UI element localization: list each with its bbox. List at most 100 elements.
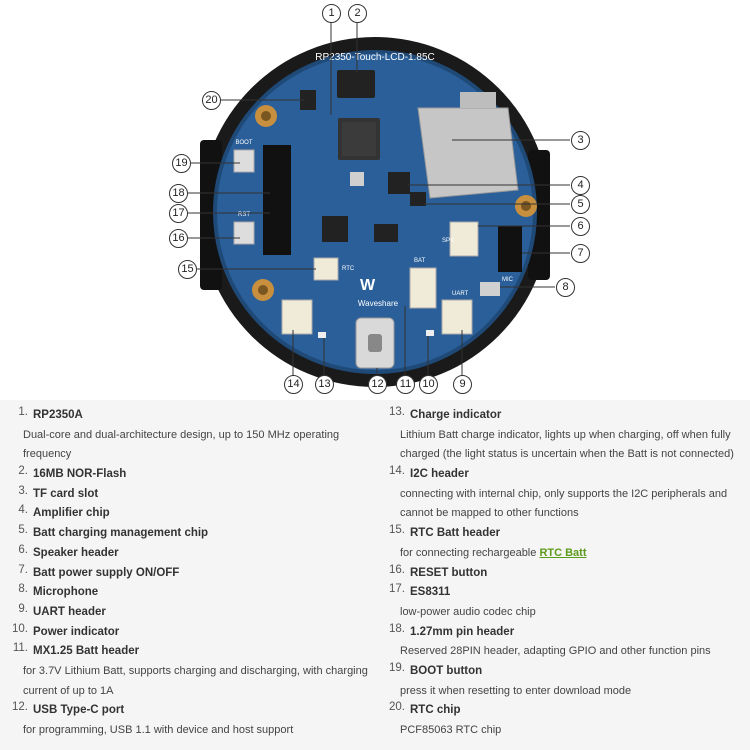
legend-item-title: Power indicator	[33, 625, 120, 638]
tf-slot-tab	[460, 92, 496, 108]
legend-item-title: I2C header	[410, 468, 469, 481]
callout-2: 2	[348, 4, 367, 23]
legend-item-description-text: for connecting rechargeable	[400, 546, 540, 559]
legend-item-number: 3.	[18, 484, 28, 497]
legend-item-number: 4.	[18, 504, 28, 517]
legend-item-description: Dual-core and dual-architecture design, …	[23, 428, 340, 461]
legend-item-title: MX1.25 Batt header	[33, 645, 140, 658]
legend-item: 14. I2C header connecting with internal ch…	[385, 465, 745, 524]
legend-item-number: 11.	[12, 642, 28, 655]
legend-item-description: for connecting rechargeable RTC Batt	[385, 544, 745, 564]
legend-item: 5.Batt charging management chip	[8, 524, 368, 544]
spk-silk: SPK	[442, 238, 454, 244]
legend-item-number: 19.	[389, 662, 405, 675]
pin-header	[263, 145, 291, 255]
legend-item-number: 18.	[389, 622, 405, 635]
flash-chip	[337, 70, 375, 98]
legend-item-number: 13.	[389, 406, 405, 418]
legend-item-number: 1.	[18, 406, 28, 418]
legend-item: 4. Amplifier chip	[8, 504, 368, 524]
uart-silk: UART	[452, 291, 469, 297]
i2c-header	[281, 299, 313, 335]
legend-item: 10. Power indicator	[8, 623, 368, 643]
legend-item-number: 10.	[12, 622, 28, 635]
legend-item-number: 9.	[18, 602, 28, 615]
microphone	[480, 282, 500, 296]
case-clip-left	[200, 140, 222, 290]
legend-item-title: Amplifier chip	[33, 507, 110, 520]
legend-item-title: Charge indicator	[410, 409, 502, 421]
brand-silk: Waveshare	[358, 299, 399, 308]
callout-13: 13	[315, 375, 334, 394]
callout-11: 11	[396, 375, 415, 394]
codec-chip	[322, 216, 348, 242]
chg-led	[318, 332, 326, 338]
bat-silk: BAT	[414, 258, 426, 264]
speaker-header	[449, 221, 479, 257]
legend-item-title: ES8311	[410, 586, 451, 599]
brand-logo: W	[360, 277, 376, 294]
legend-item-title: 16MB NOR-Flash	[33, 468, 127, 481]
callout-1: 1	[322, 4, 341, 23]
callout-20: 20	[202, 91, 221, 110]
legend-item-number: 15.	[389, 524, 405, 537]
legend-item-description: for programming, USB 1.1 with device and…	[23, 724, 294, 737]
legend-item-number: 12.	[12, 701, 28, 714]
legend-item: 1. RP2350A Dual-core and dual-architecture…	[8, 406, 368, 465]
legend-item-description: low-power audio codec chip	[400, 605, 536, 618]
mic-silk: MIC	[502, 277, 514, 283]
legend-item: 7.Batt power supply ON/OFF	[8, 564, 368, 584]
legend-item-number: 8.	[18, 583, 28, 596]
callout-10: 10	[419, 375, 438, 394]
small-chip	[374, 224, 398, 242]
callout-14: 14	[284, 375, 303, 394]
legend-item-title: USB Type-C port	[33, 704, 125, 717]
rtc-batt-link[interactable]: RTC Batt	[539, 546, 587, 559]
callout-16: 16	[169, 229, 188, 248]
legend-item-number: 14.	[389, 465, 405, 478]
callout-12: 12	[368, 375, 387, 394]
rst-button	[233, 221, 255, 245]
legend-item-title: Batt charging management chip	[33, 527, 209, 540]
boot-button	[233, 149, 255, 173]
legend-item-title: UART header	[33, 605, 106, 618]
legend-left-column: 1. RP2350A Dual-core and dual-architecture…	[8, 406, 368, 741]
board-illustration: RP2350-Touch-LCD-1.85C BOOT RST S	[187, 20, 570, 387]
callout-8: 8	[556, 278, 575, 297]
rst-silk: RST	[238, 212, 250, 218]
legend-item-description: press it when resetting to enter downloa…	[400, 684, 632, 697]
callout-5: 5	[571, 195, 590, 214]
legend-item-title: RESET button	[410, 566, 488, 579]
legend-item-description: for 3.7V Lithium Batt, supports charging…	[23, 664, 368, 697]
board-title-silk: RP2350-Touch-LCD-1.85C	[315, 52, 435, 63]
callout-4: 4	[571, 176, 590, 195]
legend-item: 11. MX1.25 Batt header for 3.7V Lithium Ba…	[8, 642, 368, 701]
legend-item: 15. RTC Batt header for connecting recharg…	[385, 524, 745, 563]
legend-item-description: connecting with internal chip, only supp…	[400, 487, 728, 520]
legend-item-title: RP2350A	[33, 409, 83, 421]
callout-6: 6	[571, 217, 590, 236]
legend-item-number: 16.	[389, 563, 405, 576]
legend-item-title: Speaker header	[33, 546, 119, 559]
legend-item-title: RTC chip	[410, 704, 461, 717]
legend-item: 2.16MB NOR-Flash	[8, 465, 368, 485]
legend-item-title: RTC Batt header	[410, 527, 501, 540]
legend-item-title: TF card slot	[33, 487, 99, 500]
callout-19: 19	[172, 154, 191, 173]
callout-15: 15	[178, 260, 197, 279]
legend-item: 3. TF card slot	[8, 485, 368, 505]
legend-item-title: 1.27mm pin header	[410, 625, 515, 638]
pwr-led	[426, 330, 434, 336]
legend-item: 8. Microphone	[8, 583, 368, 603]
legend-item-number: 6.	[18, 543, 28, 556]
legend-item-number: 7.	[18, 563, 28, 576]
rtc-chip	[300, 90, 316, 110]
callout-18: 18	[169, 184, 188, 203]
batt-header	[409, 267, 437, 309]
legend-item-title: Microphone	[33, 586, 99, 599]
